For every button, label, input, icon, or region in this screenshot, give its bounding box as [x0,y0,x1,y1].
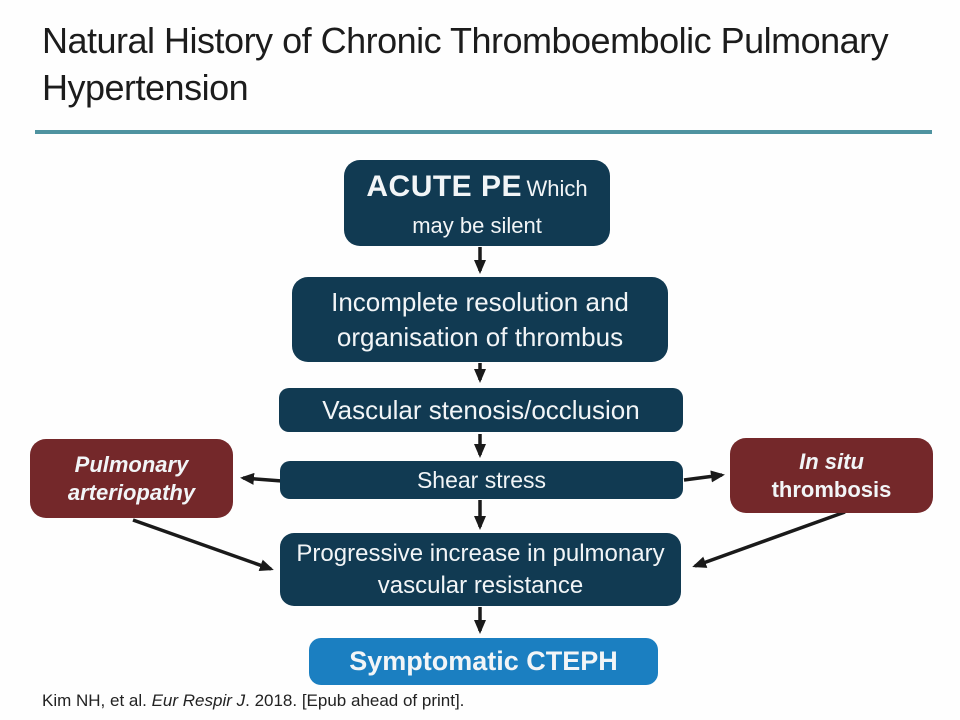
node-in-situ-thrombosis: In situ thrombosis [730,438,933,513]
node-progressive-increase-label: Progressive increase in pulmonary vascul… [296,539,665,599]
node-acute-pe: ACUTE PE Which may be silent [344,160,610,246]
citation: Kim NH, et al. Eur Respir J. 2018. [Epub… [42,691,464,711]
title-divider-rule [35,130,932,134]
arrow-shear-to-in-situ-thrombosis [683,470,725,483]
node-vascular-stenosis: Vascular stenosis/occlusion [279,388,683,432]
node-pulmonary-arteriopathy-label: Pulmonary arteriopathy [67,451,196,505]
node-incomplete-resolution: Incomplete resolution and organisation o… [292,277,668,362]
citation-journal: Eur Respir J [151,691,246,710]
arrow-in-situ-thrombosis-to-progressive [692,510,846,568]
citation-suffix: . 2018. [Epub ahead of print]. [245,691,465,710]
node-incomplete-resolution-label: Incomplete resolution and organisation o… [331,286,629,352]
node-in-situ-thrombosis-line2: thrombosis [771,476,892,502]
arrow-shear-to-pulmonary-arteriopathy [240,472,283,485]
node-shear-stress-label: Shear stress [416,466,547,493]
node-pulmonary-arteriopathy: Pulmonary arteriopathy [30,439,233,518]
node-vascular-stenosis-label: Vascular stenosis/occlusion [322,394,640,425]
node-symptomatic-cteph: Symptomatic CTEPH [309,638,658,685]
node-shear-stress: Shear stress [280,461,683,499]
citation-prefix: Kim NH, et al. [42,691,152,710]
node-in-situ-thrombosis-line1: In situ [799,448,864,474]
arrow-pulmonary-arteriopathy-to-progressive [132,518,274,571]
node-acute-pe-emphasis: ACUTE PE [366,170,523,203]
node-progressive-increase: Progressive increase in pulmonary vascul… [280,533,681,606]
slide-title: Natural History of Chronic Thromboemboli… [42,20,889,108]
node-symptomatic-cteph-label: Symptomatic CTEPH [349,646,618,676]
node-acute-pe-rest: Which may be silent [412,176,588,238]
